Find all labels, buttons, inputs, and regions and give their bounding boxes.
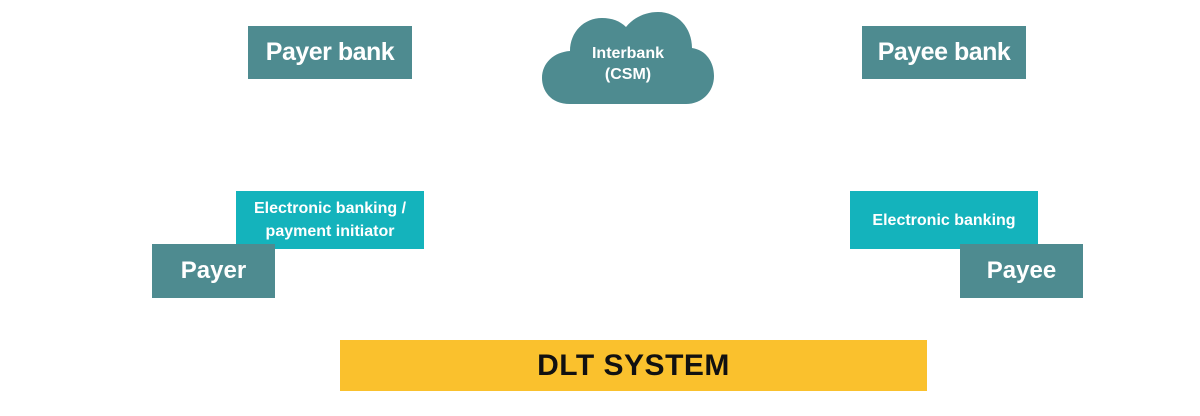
payee-label: Payee [986,257,1057,284]
dlt-system-label: DLT SYSTEM [537,348,730,382]
electronic-banking-payment-initiator-node: Electronic banking / payment initiator [236,191,424,249]
payer-bank-label: Payer bank [265,38,395,66]
payee-bank-label: Payee bank [877,38,1011,66]
interbank-label-line2: (CSM) [604,66,652,83]
interbank-label: Interbank (CSM) [560,43,696,85]
payer-node: Payer [152,244,275,298]
interbank-label-line1: Interbank [591,45,664,62]
interbank-cloud-icon [542,12,714,104]
ebank-left-line2: payment initiator [265,223,395,240]
ebank-left-line1: Electronic banking / [253,200,407,217]
payer-bank-node: Payer bank [248,26,412,79]
dlt-system-bar: DLT SYSTEM [340,340,927,391]
ebank-right-label: Electronic banking [872,211,1016,229]
payee-node: Payee [960,244,1083,298]
cloud-shape [542,12,714,104]
payee-bank-node: Payee bank [862,26,1026,79]
electronic-banking-node: Electronic banking [850,191,1038,249]
payer-label: Payer [180,257,247,284]
